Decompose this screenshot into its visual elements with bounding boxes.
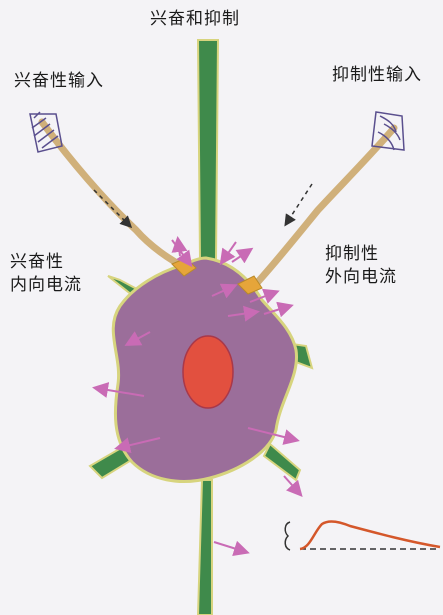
excitatory-fiber (42, 122, 186, 268)
inhibitory-current-label-line1: 抑制性 (325, 243, 397, 266)
excitatory-current-label: 兴奋性 内向电流 (10, 251, 82, 297)
diagram-title: 兴奋和抑制 (150, 8, 240, 31)
axon (198, 480, 212, 615)
excitatory-current-label-line2: 内向电流 (10, 274, 82, 297)
top-dendrite (198, 40, 218, 260)
bottom-right-dendrite (264, 444, 300, 480)
excitatory-current-label-line1: 兴奋性 (10, 251, 82, 274)
nucleus (183, 336, 233, 408)
inhibitory-input-label: 抑制性输入 (332, 64, 422, 87)
postsynaptic-potential-trace-icon (285, 522, 440, 550)
inhibitory-current-label: 抑制性 外向电流 (325, 243, 397, 289)
inhibitory-current-label-line2: 外向电流 (325, 266, 397, 289)
excitatory-input-label: 兴奋性输入 (14, 70, 104, 93)
